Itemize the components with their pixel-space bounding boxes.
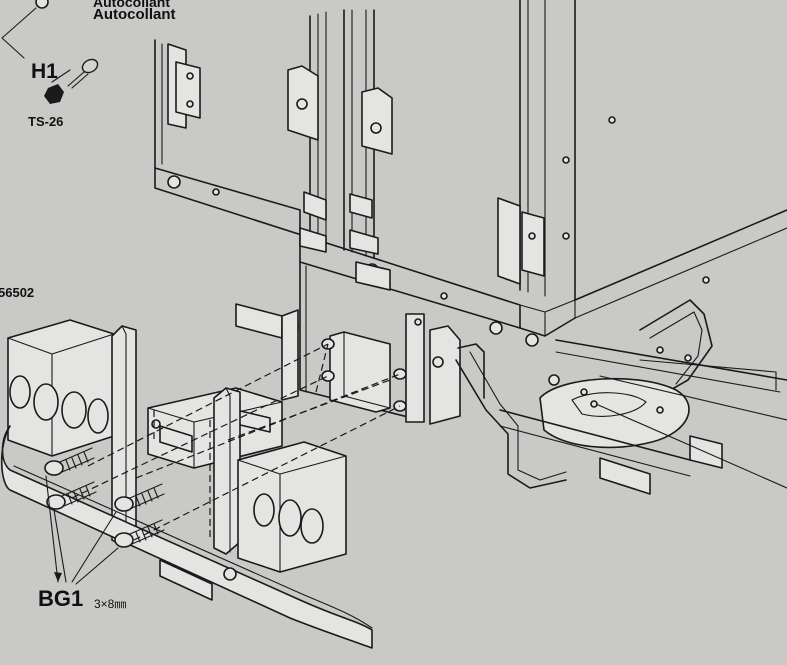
adhesive-label-line2: Autocollant xyxy=(93,6,176,23)
right-light-lens-icons xyxy=(253,493,324,544)
screw-part-label: BG1 xyxy=(38,586,84,611)
part-h1-label: H1 xyxy=(31,60,58,83)
h1-callout xyxy=(1,0,99,104)
door-hinges xyxy=(167,43,545,291)
screw-icon xyxy=(46,481,97,510)
h1-part-icon xyxy=(67,58,99,89)
hex-nut-icon xyxy=(44,84,64,104)
screw-size-label: 3×8㎜ xyxy=(94,597,127,611)
assembly-guides xyxy=(71,343,401,541)
bumper-rail xyxy=(0,425,373,649)
screw-icon xyxy=(114,519,165,548)
rivet-icon xyxy=(223,567,237,581)
screw-icon xyxy=(44,447,95,476)
adhesive-label-line1: Autocollant xyxy=(93,0,170,10)
screws xyxy=(44,447,165,585)
under-frame xyxy=(299,261,787,495)
callout-rivet-icon xyxy=(35,0,49,9)
left-light-lens-icons xyxy=(9,375,109,434)
part-number-label: 56502 xyxy=(0,285,35,300)
screw-icon xyxy=(114,483,165,512)
paint-code-label: TS-26 xyxy=(28,114,64,129)
